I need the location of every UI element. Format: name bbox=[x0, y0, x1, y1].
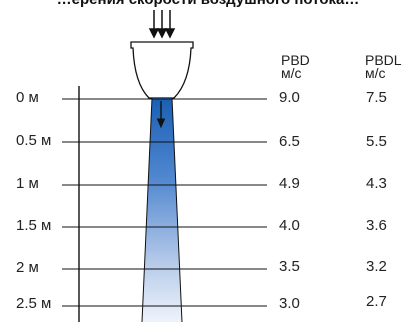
column-unit-pbdl: м/с bbox=[365, 65, 386, 81]
distance-label-0: 0 м bbox=[16, 89, 39, 106]
pbd-value-2: 4.9 bbox=[279, 175, 300, 192]
flow-arrow-icon bbox=[156, 101, 166, 129]
column-name-pbdl: PBDL bbox=[365, 52, 402, 68]
pbd-value-0: 9.0 bbox=[279, 89, 300, 106]
pbdl-value-4: 3.2 bbox=[366, 258, 387, 275]
column-unit-pbd: м/с bbox=[281, 65, 302, 81]
pbdl-value-1: 5.5 bbox=[366, 133, 387, 150]
pbdl-value-2: 4.3 bbox=[366, 175, 387, 192]
pbd-value-1: 6.5 bbox=[279, 133, 300, 150]
distance-label-3: 1.5 м bbox=[16, 217, 52, 234]
column-name-pbd: PBD bbox=[281, 52, 310, 68]
distance-label-4: 2 м bbox=[16, 259, 39, 276]
distance-label-1: 0.5 м bbox=[16, 132, 52, 149]
distance-label-2: 1 м bbox=[16, 175, 39, 192]
pbd-value-4: 3.5 bbox=[279, 258, 300, 275]
air-jet-cone bbox=[142, 98, 182, 322]
pbdl-value-0: 7.5 bbox=[366, 89, 387, 106]
distance-lines bbox=[62, 98, 267, 307]
pbd-value-3: 4.0 bbox=[279, 217, 300, 234]
diagram-title: …ерения скорости воздушного потока… bbox=[4, 0, 412, 8]
pbdl-value-3: 3.6 bbox=[366, 217, 387, 234]
pbdl-value-5: 2.7 bbox=[366, 293, 387, 310]
pbd-value-5: 3.0 bbox=[279, 295, 300, 312]
intake-arrows-icon bbox=[148, 10, 176, 39]
distance-label-5: 2.5 м bbox=[16, 295, 52, 312]
column-header-pbdl: PBDL м/с bbox=[365, 52, 402, 81]
column-header-pbd: PBD м/с bbox=[281, 52, 310, 81]
nozzle-icon bbox=[130, 41, 194, 99]
